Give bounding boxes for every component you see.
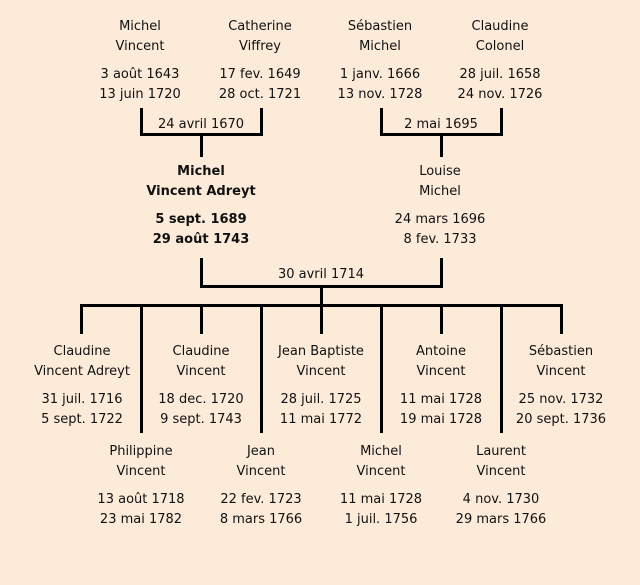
connector-line [560, 304, 563, 334]
death-date: 23 mai 1782 [99, 512, 183, 527]
death-date: 8 mars 1766 [219, 512, 303, 527]
person-child[interactable]: Laurent Vincent 4 nov. 1730 29 mars 1766 [436, 442, 566, 530]
birth-date: 11 mai 1728 [339, 492, 423, 507]
last-name: Vincent [236, 464, 286, 479]
person-child[interactable]: Claudine Vincent Adreyt 31 juil. 1716 5 s… [12, 342, 152, 430]
first-name: Michel [360, 444, 402, 459]
connector-line [440, 133, 443, 157]
first-name: Antoine [415, 344, 467, 359]
connector-line [200, 133, 203, 157]
connector-line [320, 304, 323, 334]
marriage-date: 30 avril 1714 [277, 267, 365, 282]
last-name: Vincent [476, 464, 526, 479]
first-name: Claudine [172, 344, 230, 359]
marriage-date: 2 mai 1695 [404, 117, 478, 132]
first-name: Jean [246, 444, 276, 459]
connector-line [80, 304, 83, 334]
first-name: Catherine [228, 19, 292, 34]
last-name: Vincent Adreyt [146, 184, 256, 199]
last-name: Vincent [115, 39, 165, 54]
person-grandmother-paternal[interactable]: Catherine Viffrey 17 fev. 1649 28 oct. 17… [195, 17, 325, 105]
first-name: Michel [177, 164, 225, 179]
last-name: Vincent [176, 364, 226, 379]
birth-date: 13 août 1718 [97, 492, 185, 507]
birth-date: 5 sept. 1689 [155, 212, 247, 227]
connector-line [260, 108, 263, 135]
connector-line [500, 108, 503, 135]
connector-line [500, 304, 503, 433]
death-date: 5 sept. 1722 [41, 412, 123, 427]
death-date: 28 oct. 1721 [218, 87, 302, 102]
last-name: Viffrey [239, 39, 281, 54]
first-name: Claudine [53, 344, 111, 359]
death-date: 13 juin 1720 [99, 87, 181, 102]
connector-line [140, 304, 143, 433]
birth-date: 28 juil. 1658 [459, 67, 541, 82]
connector-line [200, 258, 203, 287]
person-father[interactable]: Michel Vincent Adreyt 5 sept. 1689 29 aoû… [126, 162, 276, 250]
connector-line [200, 304, 203, 334]
birth-date: 22 fev. 1723 [220, 492, 302, 507]
last-name: Vincent [356, 464, 406, 479]
birth-date: 25 nov. 1732 [518, 392, 604, 407]
person-child[interactable]: Sébastien Vincent 25 nov. 1732 20 sept. 1… [496, 342, 626, 430]
birth-date: 28 juil. 1725 [280, 392, 362, 407]
death-date: 29 mars 1766 [455, 512, 547, 527]
birth-date: 18 dec. 1720 [158, 392, 244, 407]
first-name: Jean Baptiste [278, 344, 364, 359]
last-name: Vincent [116, 464, 166, 479]
death-date: 8 fev. 1733 [403, 232, 477, 247]
last-name: Vincent [416, 364, 466, 379]
person-grandfather-maternal[interactable]: Sébastien Michel 1 janv. 1666 13 nov. 172… [315, 17, 445, 105]
birth-date: 11 mai 1728 [399, 392, 483, 407]
connector-line [380, 108, 383, 135]
connector-line [320, 285, 323, 306]
person-child[interactable]: Jean Vincent 22 fev. 1723 8 mars 1766 [196, 442, 326, 530]
connector-line [440, 258, 443, 287]
birth-date: 17 fev. 1649 [219, 67, 301, 82]
person-child[interactable]: Claudine Vincent 18 dec. 1720 9 sept. 174… [136, 342, 266, 430]
death-date: 20 sept. 1736 [515, 412, 607, 427]
person-grandmother-maternal[interactable]: Claudine Colonel 28 juil. 1658 24 nov. 17… [435, 17, 565, 105]
person-child[interactable]: Philippine Vincent 13 août 1718 23 mai 17… [76, 442, 206, 530]
person-child[interactable]: Antoine Vincent 11 mai 1728 19 mai 1728 [376, 342, 506, 430]
first-name: Sébastien [528, 344, 594, 359]
first-name: Louise [419, 164, 461, 179]
connector-line [140, 108, 143, 135]
last-name: Vincent Adreyt [34, 364, 130, 379]
first-name: Claudine [471, 19, 529, 34]
last-name: Michel [359, 39, 401, 54]
birth-date: 1 janv. 1666 [339, 67, 421, 82]
person-grandfather-paternal[interactable]: Michel Vincent 3 août 1643 13 juin 1720 [75, 17, 205, 105]
death-date: 19 mai 1728 [399, 412, 483, 427]
last-name: Colonel [475, 39, 525, 54]
first-name: Sébastien [347, 19, 413, 34]
death-date: 13 nov. 1728 [337, 87, 423, 102]
birth-date: 4 nov. 1730 [462, 492, 540, 507]
person-child[interactable]: Michel Vincent 11 mai 1728 1 juil. 1756 [316, 442, 446, 530]
death-date: 24 nov. 1726 [457, 87, 543, 102]
marriage-date: 24 avril 1670 [157, 117, 245, 132]
person-mother[interactable]: Louise Michel 24 mars 1696 8 fev. 1733 [375, 162, 505, 250]
last-name: Michel [419, 184, 461, 199]
birth-date: 24 mars 1696 [394, 212, 486, 227]
connector-line [260, 304, 263, 433]
first-name: Laurent [476, 444, 526, 459]
first-name: Philippine [109, 444, 173, 459]
death-date: 29 août 1743 [152, 232, 250, 247]
person-child[interactable]: Jean Baptiste Vincent 28 juil. 1725 11 ma… [256, 342, 386, 430]
death-date: 1 juil. 1756 [344, 512, 418, 527]
connector-line [440, 304, 443, 334]
birth-date: 3 août 1643 [100, 67, 180, 82]
death-date: 9 sept. 1743 [160, 412, 242, 427]
last-name: Vincent [536, 364, 586, 379]
birth-date: 31 juil. 1716 [41, 392, 123, 407]
connector-line [380, 304, 383, 433]
last-name: Vincent [296, 364, 346, 379]
death-date: 11 mai 1772 [279, 412, 363, 427]
first-name: Michel [119, 19, 161, 34]
